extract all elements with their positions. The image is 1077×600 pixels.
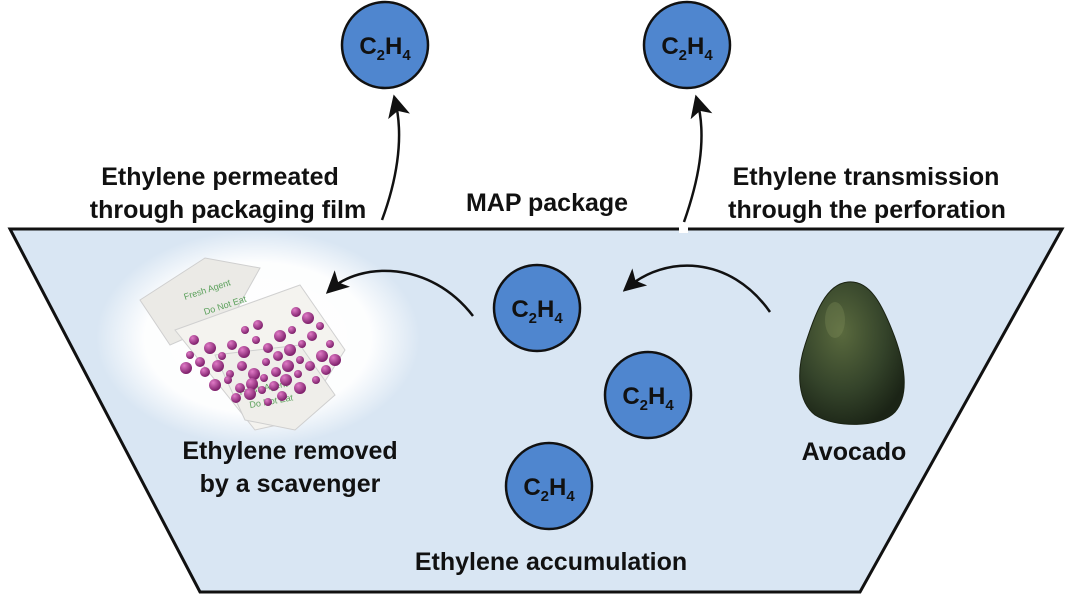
scavenger-bead (302, 312, 314, 324)
label-removed-line1: Ethylene removed (182, 437, 397, 465)
label-map-package: MAP package (466, 189, 628, 217)
scavenger-bead (269, 381, 279, 391)
scavenger-bead (224, 376, 232, 384)
scavenger-bead (273, 351, 283, 361)
scavenger-bead (260, 374, 268, 382)
scavenger-bead (294, 370, 302, 378)
label-permeated-line2: through packaging film (90, 196, 366, 224)
scavenger-bead (212, 360, 224, 372)
molecule-permeated: C2H4 (340, 0, 430, 90)
molecule-transmitted: C2H4 (642, 0, 732, 90)
scavenger-bead (280, 374, 292, 386)
scavenger-bead (296, 356, 304, 364)
scavenger-bead (316, 350, 328, 362)
molecule-formula: C2H4 (511, 296, 563, 327)
scavenger-bead (277, 391, 287, 401)
scavenger-bead (241, 326, 249, 334)
scavenger-bead (231, 393, 241, 403)
scavenger-bead (253, 320, 263, 330)
scavenger-bead (271, 367, 281, 377)
molecule-circle (492, 263, 582, 353)
scavenger-bead (298, 340, 306, 348)
molecule-circle (642, 0, 732, 90)
scavenger-bead (321, 365, 331, 375)
scavenger-bead (305, 361, 315, 371)
label-removed-line2: by a scavenger (200, 470, 381, 498)
scavenger-bead (244, 388, 256, 400)
label-avocado: Avocado (802, 438, 907, 466)
molecule-package-2: C2H4 (603, 350, 693, 440)
avocado-icon (799, 281, 905, 425)
scavenger-bead (200, 367, 210, 377)
scavenger-bead (316, 322, 324, 330)
scavenger-bead (284, 344, 296, 356)
arrow-to-scavenger (325, 269, 474, 317)
molecule-circle (504, 441, 594, 531)
scavenger-bead (262, 358, 270, 366)
scavenger-bead (248, 368, 260, 380)
scavenger-bead (307, 331, 317, 341)
molecule-formula: C2H4 (359, 33, 411, 64)
arrow-permeation (380, 94, 411, 221)
molecule-formula: C2H4 (661, 33, 713, 64)
scavenger-bead (312, 376, 320, 384)
scavenger-bead (258, 386, 266, 394)
scavenger-bead (263, 343, 273, 353)
scavenger-bead (326, 340, 334, 348)
scavenger-bead (329, 354, 341, 366)
scavenger-bead (291, 307, 301, 317)
scavenger-bead (264, 398, 272, 406)
label-accumulation: Ethylene accumulation (415, 548, 687, 576)
label-transmission-line1: Ethylene transmission (733, 163, 1000, 191)
molecule-circle (340, 0, 430, 90)
scavenger-bead (180, 362, 192, 374)
scavenger-bead (274, 330, 286, 342)
scavenger-bead (235, 383, 245, 393)
arrow-transmission (682, 94, 713, 223)
scavenger-bead (204, 342, 216, 354)
scavenger-bead (246, 378, 258, 390)
scavenger-bead (282, 360, 294, 372)
perforation-gap (679, 225, 688, 233)
scavenger-bead (237, 361, 247, 371)
scavenger-bead (252, 336, 260, 344)
label-transmission-line2: through the perforation (728, 196, 1006, 224)
arrow-from-avocado (622, 264, 772, 313)
molecule-formula: C2H4 (523, 474, 575, 505)
scavenger-bead (288, 326, 296, 334)
scavenger-bead (195, 357, 205, 367)
molecule-circle (603, 350, 693, 440)
molecule-package-1: C2H4 (492, 263, 582, 353)
molecule-formula: C2H4 (622, 383, 674, 414)
scavenger-beads (180, 307, 341, 406)
scavenger-bead (189, 335, 199, 345)
scavenger-bead (227, 340, 237, 350)
scavenger-bead (294, 382, 306, 394)
label-permeated-line1: Ethylene permeated (101, 163, 339, 191)
scavenger-bead (186, 351, 194, 359)
scavenger-bead (238, 346, 250, 358)
scavenger-bead (209, 379, 221, 391)
molecule-package-3: C2H4 (504, 441, 594, 531)
scavenger-bead (218, 352, 226, 360)
